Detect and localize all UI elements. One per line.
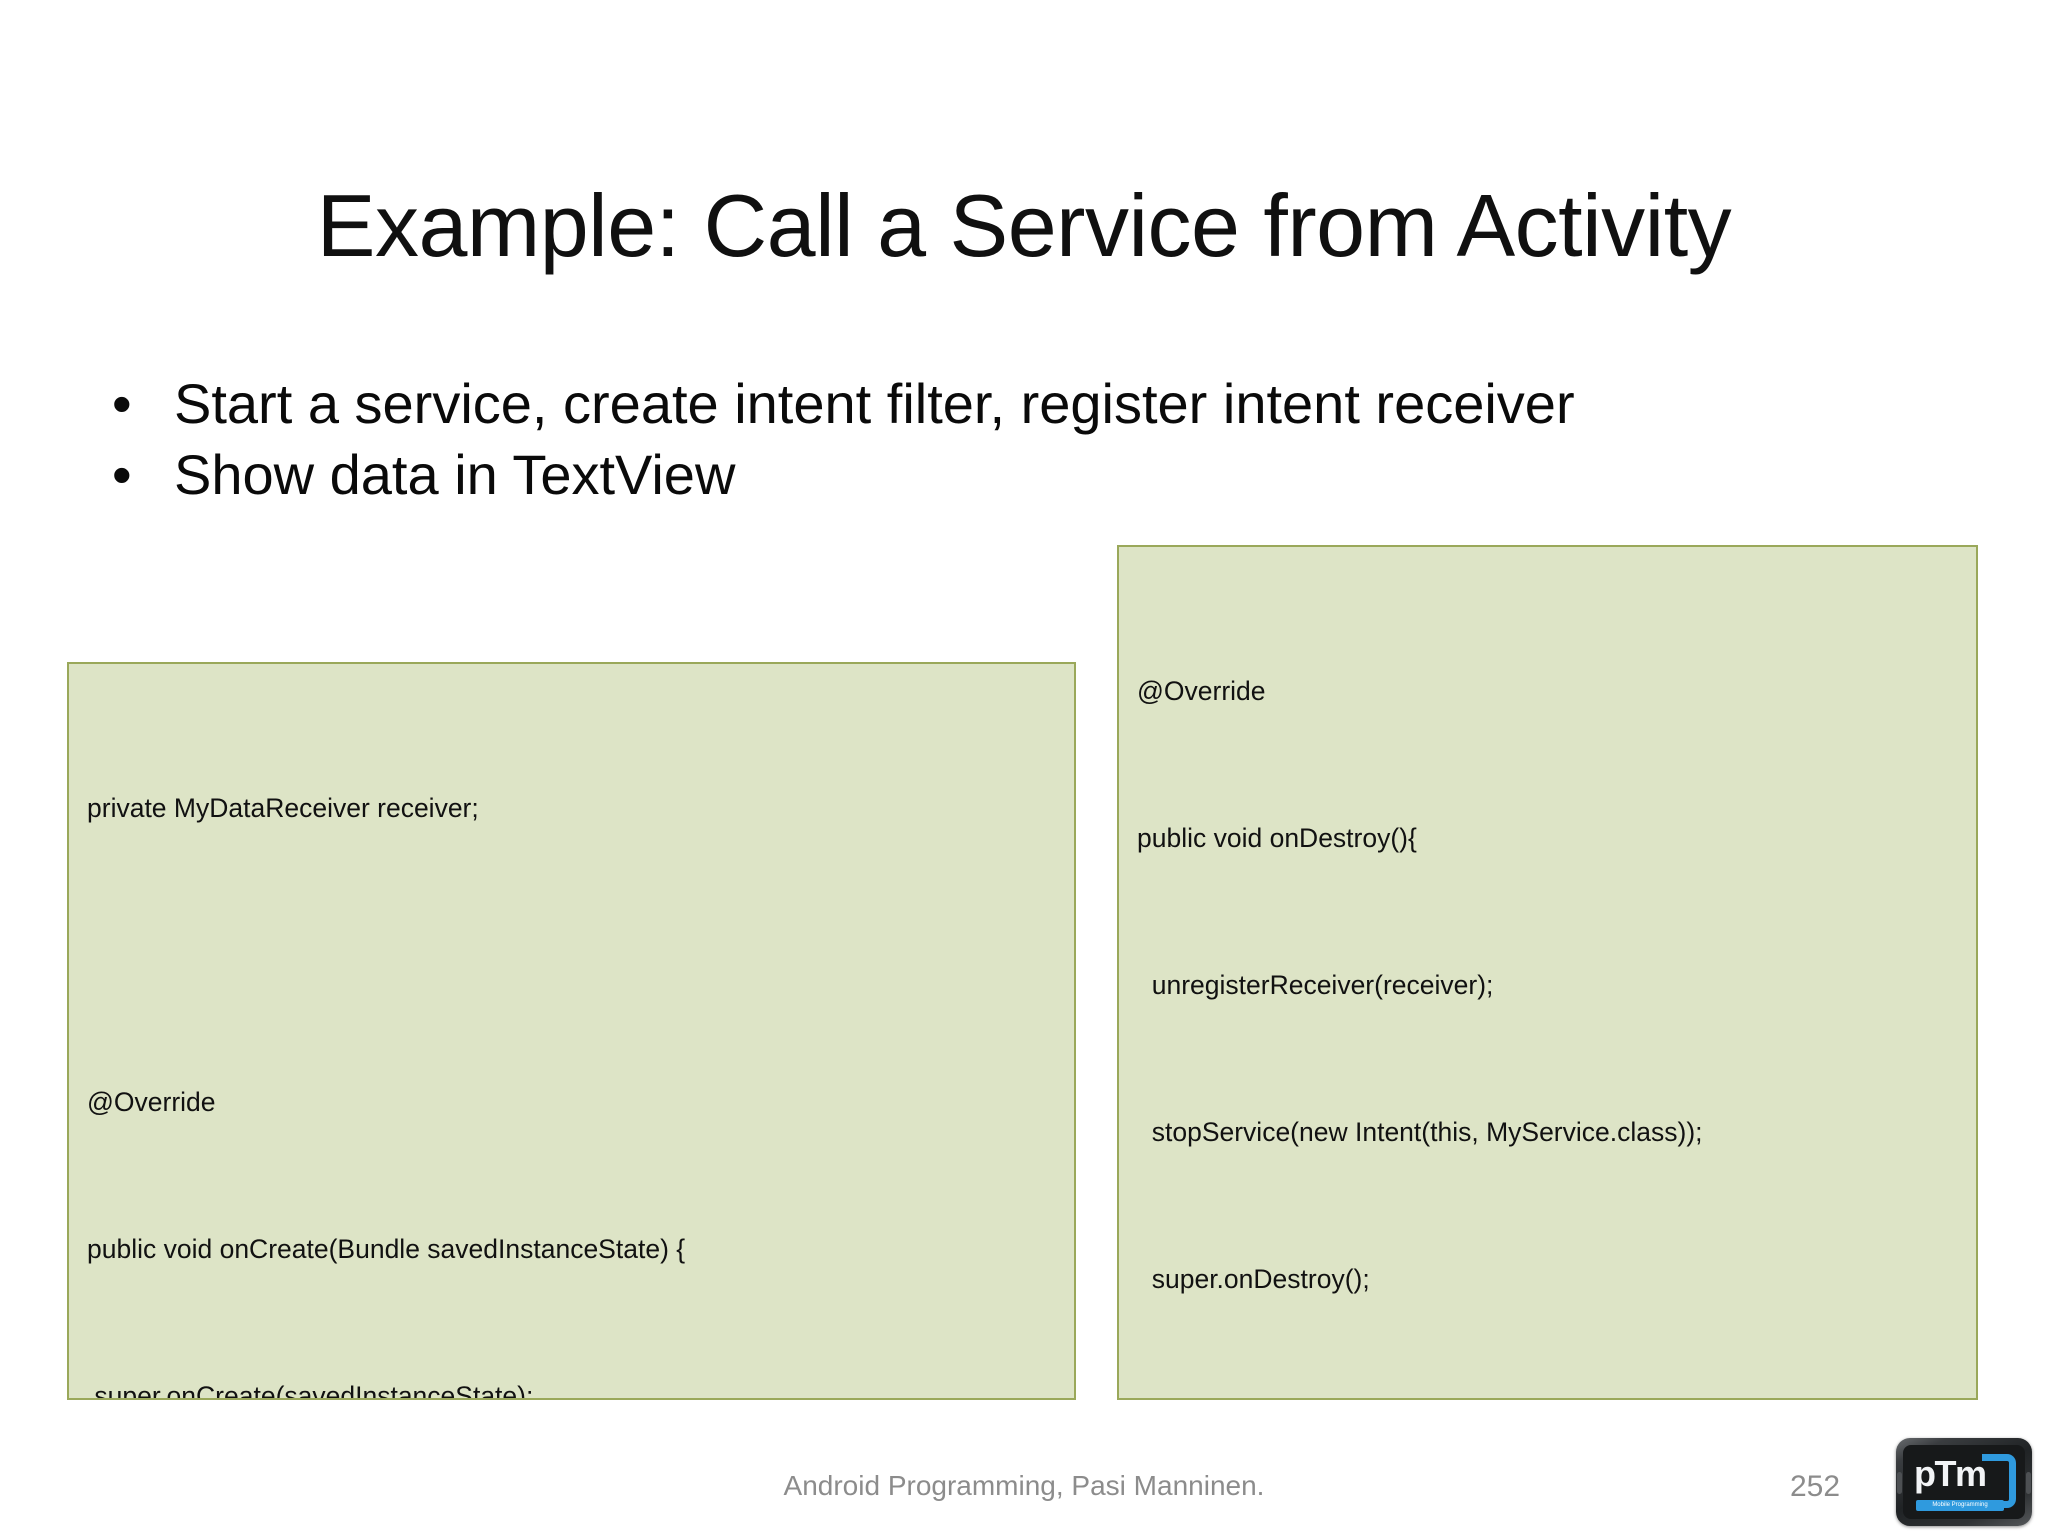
logo-button-right-icon [2026, 1472, 2031, 1494]
code-line: public void onDestroy(){ [1137, 823, 1417, 853]
ptm-logo-icon: pTm Mobile Programming [1896, 1438, 2032, 1526]
logo-tagline: Mobile Programming [1916, 1500, 2004, 1511]
bullet-text: Show data in TextView [174, 442, 736, 506]
code-line: public void onCreate(Bundle savedInstanc… [87, 1234, 686, 1264]
page-number: 252 [1789, 1470, 1841, 1503]
code-line: super.onDestroy(); [1137, 1264, 1370, 1294]
list-item: • Show data in TextView [106, 443, 1936, 508]
code-block-oncreate: private MyDataReceiver receiver; @Overri… [67, 662, 1076, 1400]
code-line: unregisterReceiver(receiver); [1137, 970, 1494, 1000]
list-item: • Start a service, create intent filter,… [106, 372, 1936, 437]
bullet-list: • Start a service, create intent filter,… [106, 372, 1936, 514]
bullet-text: Start a service, create intent filter, r… [174, 372, 1575, 435]
bullet-marker-icon: • [112, 442, 132, 506]
code-line: stopService(new Intent(this, MyService.c… [1137, 1117, 1703, 1147]
page-title: Example: Call a Service from Activity [316, 175, 1732, 275]
code-line: private MyDataReceiver receiver; [87, 793, 479, 823]
bullet-marker-icon: • [112, 372, 132, 435]
footer-credit: Android Programming, Pasi Manninen. [783, 1470, 1265, 1501]
logo-wordmark: pTm [1914, 1453, 1987, 1494]
code-line [87, 931, 1074, 980]
code-line: @Override [87, 1087, 216, 1117]
code-block-ondestroy-receiver: @Override public void onDestroy(){ unreg… [1117, 545, 1978, 1400]
logo-screen: pTm Mobile Programming [1903, 1445, 2025, 1519]
code-line: @Override [1137, 676, 1266, 706]
logo-button-left-icon [1897, 1472, 1902, 1494]
code-line: super.onCreate(savedInstanceState); [87, 1381, 534, 1400]
